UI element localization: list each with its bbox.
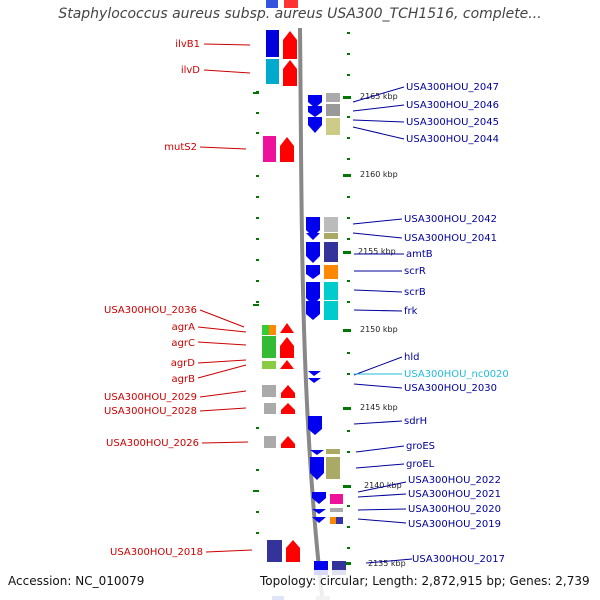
gene-label[interactable]: groEL	[406, 459, 435, 470]
map-title: Staphylococcus aureus subsp. aureus USA3…	[58, 6, 542, 22]
gene-label[interactable]: USA300HOU_2045	[406, 117, 499, 128]
gene-label[interactable]: ilvD	[181, 65, 200, 76]
gene-label[interactable]: scrR	[404, 266, 426, 277]
gene-label[interactable]: USA300HOU_2021	[408, 489, 501, 500]
left-gene-labels: ilvB1 ilvD mutS2 USA300HOU_2036 agrA agr…	[104, 39, 203, 558]
gene-label[interactable]: USA300HOU_2047	[406, 82, 499, 93]
gene-label[interactable]: USA300HOU_2018	[110, 547, 203, 558]
position-tick: 2135 kbp	[368, 559, 406, 568]
position-tick: 2155 kbp	[358, 247, 396, 256]
gene-label[interactable]: USA300HOU_2029	[104, 392, 197, 403]
footer-band	[0, 570, 600, 600]
position-tick: 2160 kbp	[360, 170, 398, 179]
gene-label[interactable]: USA300HOU_2020	[408, 504, 501, 515]
gene-label[interactable]: USA300HOU_2019	[408, 519, 501, 530]
gene-label[interactable]: scrB	[404, 287, 426, 298]
left-tick-column	[256, 91, 259, 534]
gene-label[interactable]: USA300HOU_2028	[104, 406, 197, 417]
gene-label[interactable]: sdrH	[404, 416, 427, 427]
gene-label[interactable]: amtB	[406, 249, 433, 260]
gene-label[interactable]: USA300HOU_2026	[106, 438, 199, 449]
gene-label[interactable]: USA300HOU_2017	[412, 554, 505, 565]
right-gene-labels: USA300HOU_2047 USA300HOU_2046 USA300HOU_…	[404, 82, 509, 565]
right-tick-column	[253, 32, 351, 565]
position-tick: 2165 kbp	[360, 92, 398, 101]
gene-label[interactable]: USA300HOU_2044	[406, 134, 499, 145]
gene-label[interactable]: agrC	[171, 338, 195, 349]
genome-backbone	[298, 27, 324, 597]
position-tick: 2145 kbp	[360, 403, 398, 412]
gene-label[interactable]: USA300HOU_2036	[104, 305, 197, 316]
gene-label[interactable]: mutS2	[164, 142, 197, 153]
gene-label[interactable]: hld	[404, 352, 419, 363]
gene-label[interactable]: USA300HOU_2030	[404, 383, 497, 394]
position-tick: 2140 kbp	[364, 481, 402, 490]
left-gene-glyphs[interactable]	[262, 0, 300, 562]
gene-label[interactable]: agrB	[172, 374, 196, 385]
gene-label[interactable]: frk	[404, 306, 418, 317]
gene-label[interactable]: ilvB1	[175, 39, 200, 50]
gene-label[interactable]: USA300HOU_2041	[404, 233, 497, 244]
right-gene-glyphs[interactable]	[272, 93, 346, 600]
position-tick: 2150 kbp	[360, 325, 398, 334]
right-leader-lines	[352, 86, 413, 564]
gene-label[interactable]: USA300HOU_2046	[406, 100, 499, 111]
gene-label[interactable]: USA300HOU_2022	[408, 475, 501, 486]
gene-label[interactable]: agrA	[172, 322, 196, 333]
left-leader-lines	[197, 43, 253, 553]
gene-label[interactable]: agrD	[171, 358, 196, 369]
topology-text: Topology: circular; Length: 2,872,915 bp…	[260, 574, 590, 588]
gene-label[interactable]: USA300HOU_2042	[404, 214, 497, 225]
accession-text: Accession: NC_010079	[8, 574, 145, 588]
gene-label[interactable]: USA300HOU_nc0020	[404, 369, 509, 380]
gene-label[interactable]: groES	[406, 441, 435, 452]
